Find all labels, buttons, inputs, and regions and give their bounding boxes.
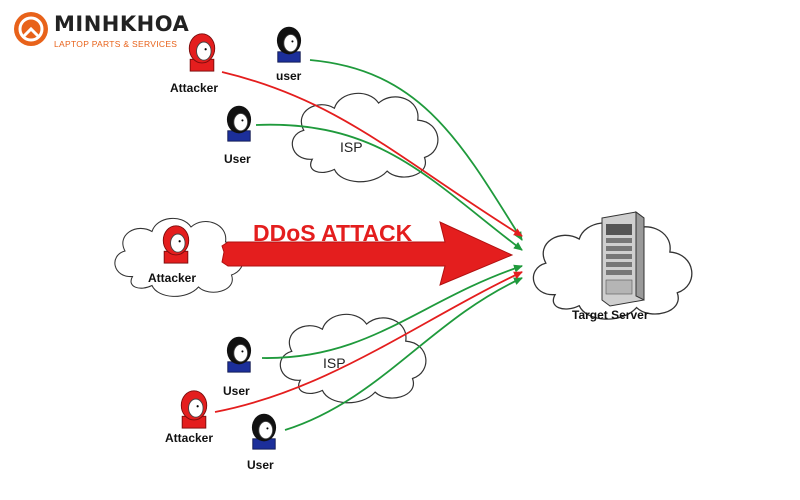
isp-label-top: ISP — [340, 139, 363, 155]
attacker-label-bottom: Attacker — [165, 431, 213, 445]
attacker-icon — [162, 225, 190, 264]
ddos-attack-label: DDoS ATTACK — [253, 220, 413, 246]
attack-traffic — [214, 71, 523, 413]
target-server-label: Target Server — [572, 308, 649, 322]
user-icon — [226, 336, 252, 373]
user-icon — [276, 26, 302, 63]
ddos-arrow — [221, 221, 514, 286]
attacker-label-top: Attacker — [170, 81, 218, 95]
attacker-icon — [180, 390, 208, 429]
server-icon — [601, 211, 645, 307]
user-label-mid: User — [224, 152, 251, 166]
user-label-bottom-a: User — [223, 384, 250, 398]
user-label-top: user — [276, 69, 302, 83]
legit-traffic — [255, 59, 523, 431]
attacker-label-center: Attacker — [148, 271, 196, 285]
brand-logo: MINHKHOA LAPTOP PARTS & SERVICES — [12, 8, 189, 54]
user-icon — [226, 105, 252, 142]
isp-label-bottom: ISP — [323, 355, 346, 371]
brand-tagline: LAPTOP PARTS & SERVICES — [54, 39, 178, 49]
user-icon — [251, 413, 277, 450]
attacker-icon — [188, 33, 216, 72]
user-label-bottom-b: User — [247, 458, 274, 472]
brand-name: MINHKHOA — [54, 12, 190, 36]
logo-icon — [14, 12, 48, 46]
